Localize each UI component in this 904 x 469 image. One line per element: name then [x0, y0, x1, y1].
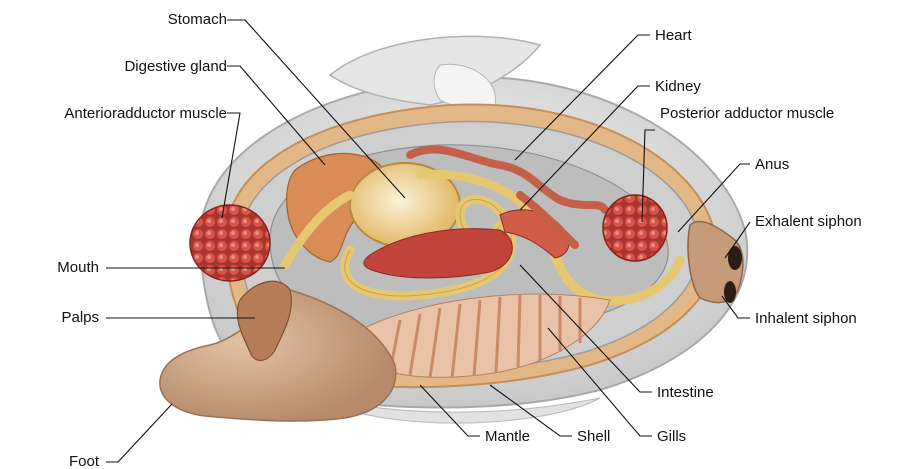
label-palps: Palps: [61, 309, 99, 326]
label-anus: Anus: [755, 156, 789, 173]
label-anterior-adductor-muscle: Anterioradductor muscle: [64, 105, 227, 122]
label-exhalent-siphon: Exhalent siphon: [755, 213, 862, 230]
label-mantle: Mantle: [485, 428, 530, 445]
label-mouth: Mouth: [57, 259, 99, 276]
label-heart: Heart: [655, 27, 693, 44]
label-posterior-adductor-muscle: Posterior adductor muscle: [660, 105, 834, 122]
label-kidney: Kidney: [655, 78, 701, 95]
label-stomach: Stomach: [168, 11, 227, 28]
posterior-adductor-muscle-shape: [603, 195, 667, 261]
leader-foot: [106, 404, 172, 462]
label-digestive-gland: Digestive gland: [124, 58, 227, 75]
label-gills: Gills: [657, 428, 686, 445]
label-shell: Shell: [577, 428, 610, 445]
label-intestine: Intestine: [657, 384, 714, 401]
label-foot: Foot: [69, 453, 100, 469]
anterior-adductor-muscle-shape: [190, 205, 270, 281]
label-inhalent-siphon: Inhalent siphon: [755, 310, 857, 327]
